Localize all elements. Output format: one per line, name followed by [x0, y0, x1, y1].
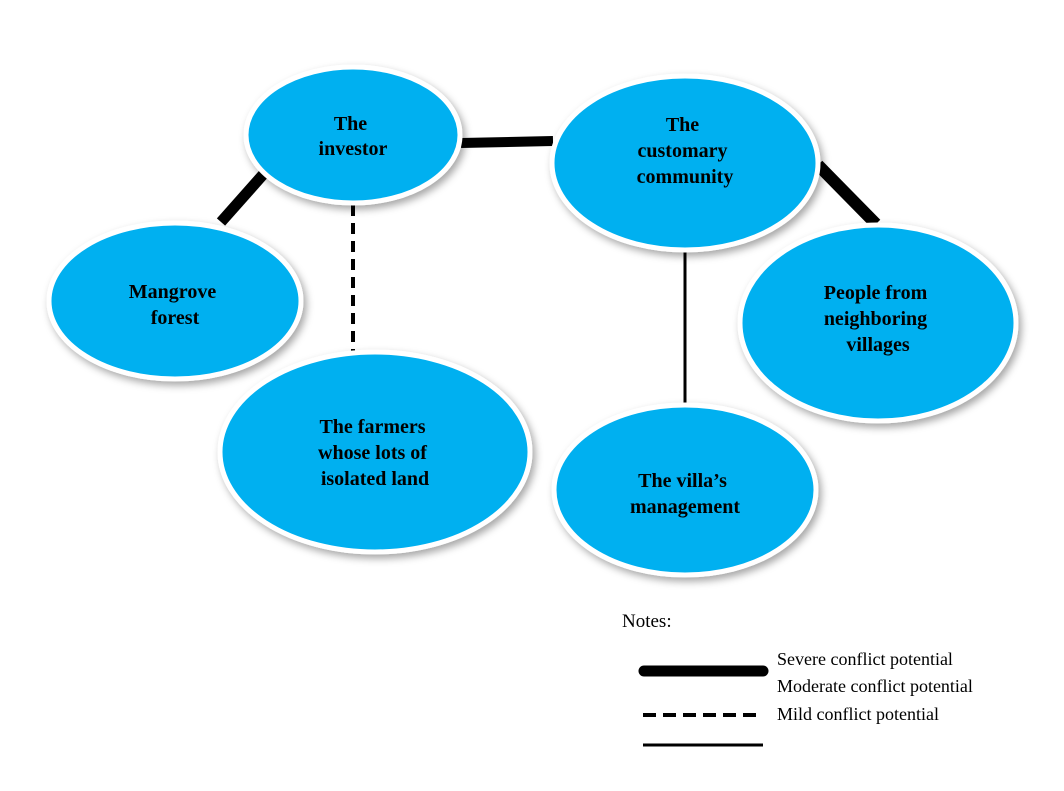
node-customary-community: The customary community	[549, 73, 821, 253]
node-farmers-line-3: isolated land	[321, 468, 429, 490]
node-investor-line-2: investor	[319, 138, 388, 160]
legend: Notes: Severe conflict potential Moderat…	[622, 611, 973, 747]
node-farmers: The farmers whose lots of isolated land	[217, 349, 533, 555]
node-investor: The investor	[243, 64, 463, 206]
node-villa-label: The villa’s management	[630, 470, 740, 518]
node-farmers-shape	[217, 349, 533, 555]
node-mangrove-line-2: forest	[151, 307, 200, 329]
node-investor-label: The investor	[319, 113, 388, 160]
node-villa-line-2: management	[630, 496, 740, 518]
node-customary-shape	[549, 73, 821, 253]
node-mangrove-label: Mangrove forest	[129, 281, 221, 329]
edge-investor-customary	[460, 136, 554, 148]
node-customary-line-1: The	[666, 114, 699, 136]
node-investor-line-1: The	[334, 113, 367, 135]
node-neighbors-line-2: neighboring	[824, 308, 927, 330]
node-investor-shape	[243, 64, 463, 206]
node-villa-management: The villa’s management	[551, 402, 819, 578]
node-customary-label: The customary community	[637, 114, 734, 188]
node-farmers-line-2: whose lots of	[318, 442, 427, 464]
node-villa-line-1: The villa’s	[638, 470, 727, 492]
node-mangrove-forest: Mangrove forest	[46, 220, 304, 382]
node-neighboring-villages: People from neighboring villages	[737, 222, 1019, 424]
node-mangrove-line-1: Mangrove	[129, 281, 217, 303]
node-neighbors-line-1: People from	[824, 282, 928, 304]
legend-mild-label: Mild conflict potential	[777, 704, 939, 724]
node-villa-shape	[551, 402, 819, 578]
node-mangrove-shape	[46, 220, 304, 382]
node-neighbors-label: People from neighboring villages	[824, 282, 933, 356]
edge-investor-mangrove	[216, 165, 273, 226]
edge-customary-neighbors	[813, 160, 881, 229]
node-customary-line-3: community	[637, 166, 734, 188]
legend-moderate-label: Moderate conflict potential	[777, 676, 973, 696]
legend-title: Notes:	[622, 611, 672, 632]
node-customary-line-2: customary	[638, 140, 728, 162]
node-farmers-line-1: The farmers	[319, 416, 425, 438]
connectors	[216, 136, 881, 405]
node-neighbors-shape	[737, 222, 1019, 424]
node-neighbors-line-3: villages	[846, 334, 910, 356]
legend-severe-label: Severe conflict potential	[777, 649, 953, 669]
node-farmers-label: The farmers whose lots of isolated land	[318, 416, 432, 490]
